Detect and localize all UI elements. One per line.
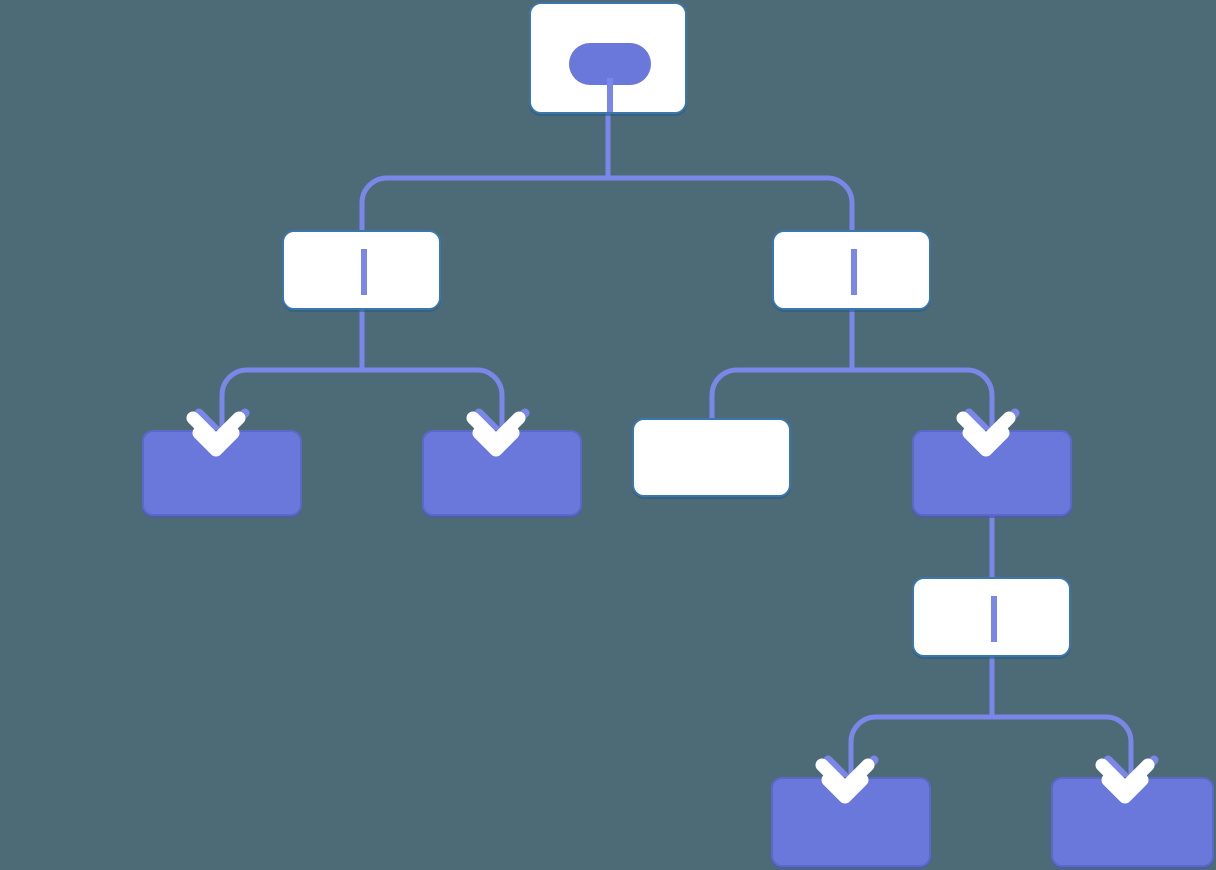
node-inner-stem [990, 596, 997, 642]
node-inner-stem [360, 249, 367, 295]
leaf-node-f[interactable] [771, 777, 931, 867]
root-node[interactable] [529, 2, 687, 114]
branch-node-e[interactable] [912, 577, 1071, 657]
branch-node-d[interactable] [912, 430, 1072, 516]
leaf-node-b[interactable] [422, 430, 582, 516]
node-inner-stem [607, 78, 613, 112]
branch-node-left[interactable] [282, 230, 441, 310]
leaf-node-g[interactable] [1051, 777, 1214, 867]
leaf-node-a[interactable] [142, 430, 302, 516]
node-inner-stem [850, 249, 857, 295]
branch-node-right[interactable] [772, 230, 931, 310]
leaf-node-c[interactable] [632, 418, 791, 497]
